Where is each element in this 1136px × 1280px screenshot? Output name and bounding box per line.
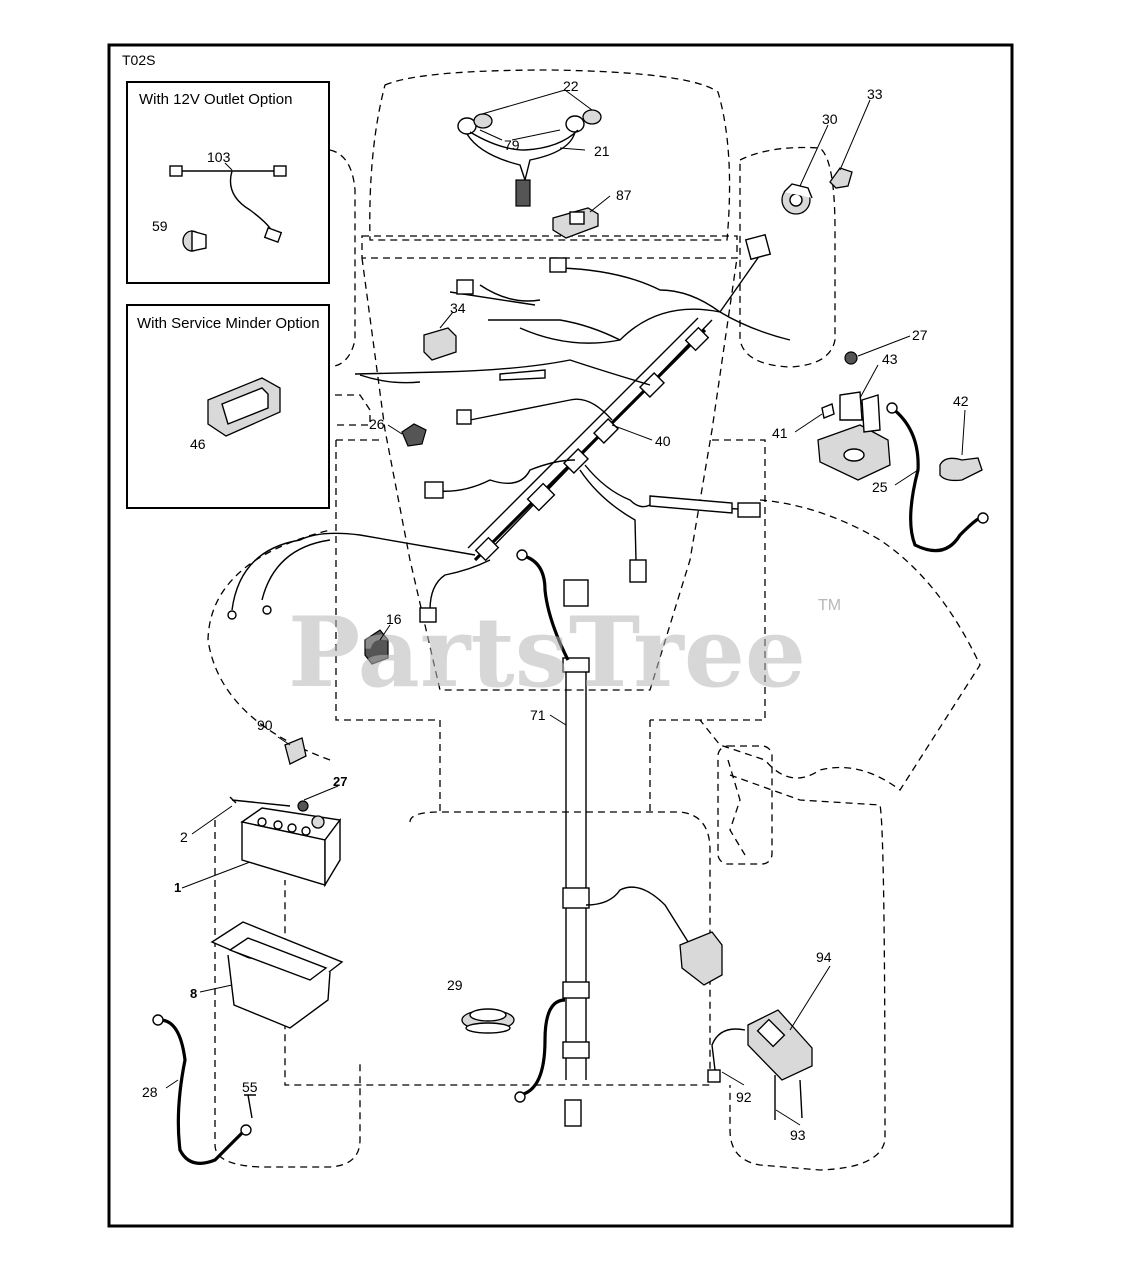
part-26-relay xyxy=(401,423,427,447)
headlight-left-socket xyxy=(473,113,493,129)
part-28-cable xyxy=(159,1018,247,1165)
part-1-battery xyxy=(240,807,342,888)
outlet-socket-body xyxy=(191,230,207,252)
inset-12v-outlet-box xyxy=(126,81,330,284)
callout-16: 16 xyxy=(386,611,402,627)
part-87-switch xyxy=(552,207,599,239)
headlight-right-socket xyxy=(582,109,602,125)
part-33-ignition-key xyxy=(829,167,853,189)
callout-22: 22 xyxy=(563,78,579,94)
callout-93: 93 xyxy=(790,1127,806,1143)
callout-8: 8 xyxy=(190,986,197,1001)
callout-71: 71 xyxy=(530,707,546,723)
callout-1: 1 xyxy=(174,880,181,895)
callout-30: 30 xyxy=(822,111,838,127)
callout-27-top: 27 xyxy=(912,327,928,343)
outlet-harness-plug-left xyxy=(169,165,183,177)
callout-90: 90 xyxy=(257,717,273,733)
part-41-bolt xyxy=(821,403,835,419)
callout-92: 92 xyxy=(736,1089,752,1105)
callout-40: 40 xyxy=(655,433,671,449)
outlet-harness-plug-right xyxy=(273,165,287,177)
headlight-connector xyxy=(515,179,531,207)
callout-34: 34 xyxy=(450,300,466,316)
service-minder-display xyxy=(221,387,269,425)
callout-33: 33 xyxy=(867,86,883,102)
callout-46: 46 xyxy=(190,436,206,452)
part-16-switch xyxy=(364,629,389,665)
callout-103: 103 xyxy=(207,149,231,165)
part-42-boot xyxy=(939,457,983,482)
callout-55: 55 xyxy=(242,1079,258,1095)
headlight-left-bulb xyxy=(457,117,477,135)
callout-26: 26 xyxy=(369,416,385,432)
part-71-cable xyxy=(514,549,691,1127)
watermark-tm: TM xyxy=(818,597,841,614)
callout-42: 42 xyxy=(953,393,969,409)
part-30-ignition-switch xyxy=(781,183,813,215)
callout-87: 87 xyxy=(616,187,632,203)
part-27-nut-top xyxy=(844,351,858,365)
callout-27-bottom: 27 xyxy=(333,774,347,789)
watermark: PartsTree xyxy=(288,596,806,709)
inset-service-minder-title: With Service Minder Option xyxy=(137,315,320,332)
part-seat-switch xyxy=(679,931,723,986)
part-34-switch xyxy=(423,327,457,361)
part-92-harness xyxy=(711,1028,746,1071)
part-29-grommet xyxy=(461,1008,515,1034)
diagram-code: T02S xyxy=(122,52,155,68)
leader-lines xyxy=(165,89,966,1126)
headlight-right-bulb xyxy=(565,115,585,133)
inset-12v-outlet-title: With 12V Outlet Option xyxy=(139,91,292,108)
callout-79: 79 xyxy=(504,137,520,153)
callout-labels: 22 79 21 33 30 87 103 59 34 46 26 40 27 … xyxy=(142,78,969,1143)
part-2-bolt xyxy=(229,796,291,807)
main-harness-40 xyxy=(227,233,791,623)
headlight-assembly xyxy=(457,109,602,207)
part-43-solenoid xyxy=(817,351,891,481)
callout-94: 94 xyxy=(816,949,832,965)
outlet-harness-plug-end xyxy=(263,227,283,243)
diagram-frame xyxy=(107,43,1014,1228)
part-27-nut-bottom xyxy=(297,800,309,812)
callout-59: 59 xyxy=(152,218,168,234)
callout-21: 21 xyxy=(594,143,610,159)
inset-12v-outlet: With 12V Outlet Option xyxy=(126,81,330,284)
part-25-cable xyxy=(891,406,981,553)
inset-service-minder: With Service Minder Option xyxy=(126,304,330,509)
part-93-pins xyxy=(774,1075,803,1120)
callout-2: 2 xyxy=(180,829,188,845)
callout-41: 41 xyxy=(772,425,788,441)
part-94-switch-assembly xyxy=(747,1009,813,1081)
callout-29: 29 xyxy=(447,977,463,993)
callout-43: 43 xyxy=(882,351,898,367)
part-90-bracket xyxy=(284,737,307,765)
callout-28: 28 xyxy=(142,1084,158,1100)
callout-25: 25 xyxy=(872,479,888,495)
tractor-outline xyxy=(207,69,981,1171)
part-8-battery-tray xyxy=(210,921,344,1029)
part-55-bolt xyxy=(244,1094,256,1119)
